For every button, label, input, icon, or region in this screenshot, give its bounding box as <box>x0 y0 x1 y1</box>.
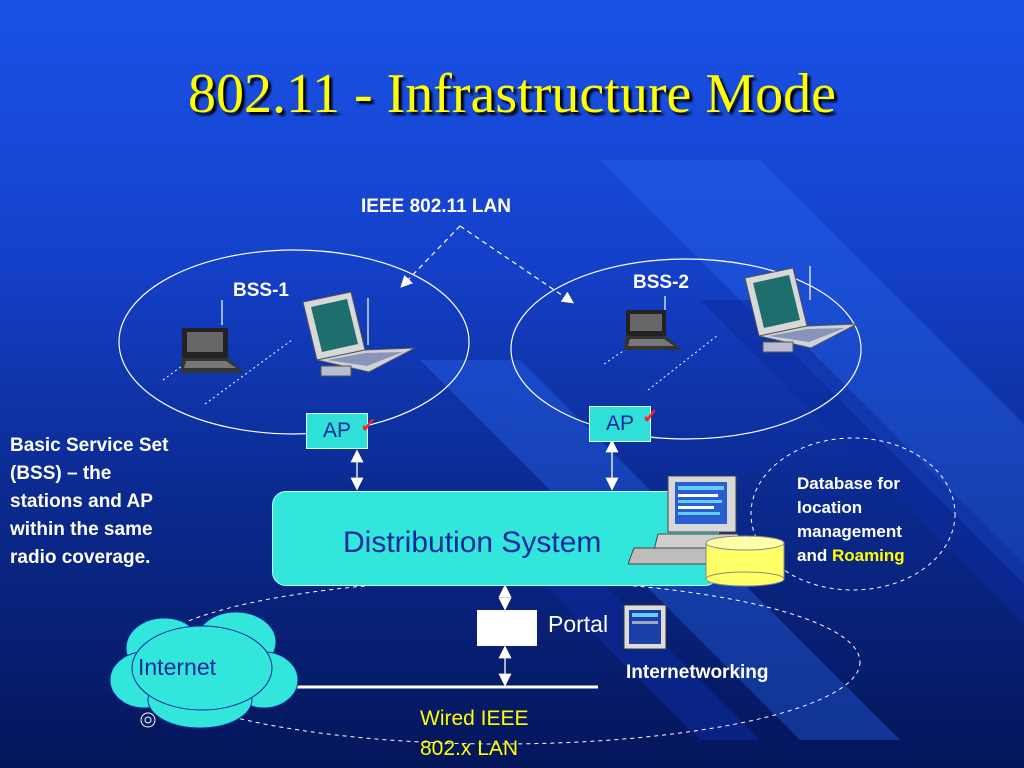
notebook-icon <box>624 310 682 350</box>
bss1-label: BSS-1 <box>233 280 289 301</box>
cloud-icon <box>109 611 299 729</box>
wired-lan-label: Wired IEEE 802.x LAN <box>420 704 529 764</box>
bss1-coverage <box>118 249 470 435</box>
ieee-lan-label: IEEE 802.11 LAN <box>361 196 511 217</box>
bss-description-line: stations and AP <box>10 491 153 512</box>
portal-box <box>477 610 537 646</box>
distribution-system-label: Distribution System <box>343 526 602 559</box>
access-point-1: AP <box>306 413 368 449</box>
page-title: 802.11 - Infrastructure Mode <box>188 63 836 125</box>
bss-description-line: radio coverage. <box>10 547 151 568</box>
database-note: Database for location management and Roa… <box>797 472 905 568</box>
wired-lan-line2: 802.x LAN <box>420 737 519 760</box>
server-icon <box>623 604 667 650</box>
bss-description: Basic Service Set (BSS) – the stations a… <box>10 432 168 572</box>
roaming-highlight: Roaming <box>831 546 905 565</box>
internet-label: Internet <box>138 654 216 680</box>
checkmark-icon: ✓ <box>642 406 659 428</box>
bss2-label: BSS-2 <box>633 272 689 293</box>
notebook-icon <box>180 328 244 373</box>
database-icon <box>705 535 785 587</box>
laptop-icon <box>744 267 858 353</box>
database-note-prefix: and <box>797 546 832 565</box>
distribution-system-box <box>272 491 719 586</box>
database-note-line: location <box>797 498 863 517</box>
database-boundary <box>750 437 956 591</box>
internetworking-label: Internetworking <box>626 662 769 683</box>
database-note-line: management <box>797 522 902 541</box>
database-note-line: and Roaming <box>797 544 905 568</box>
laptop-icon <box>302 291 416 377</box>
bss-description-line: Basic Service Set <box>10 435 169 456</box>
checkmark-icon: ✓ <box>360 415 377 437</box>
portal-label: Portal <box>548 611 609 637</box>
bss2-coverage <box>510 258 862 440</box>
wired-lan-line1: Wired IEEE <box>420 707 529 730</box>
bss-description-line: within the same <box>10 519 153 540</box>
bss-description-line: (BSS) – the <box>10 463 112 484</box>
workstation-icon <box>628 475 743 565</box>
access-point-2: AP <box>589 406 651 442</box>
database-note-line: Database for <box>797 474 900 493</box>
